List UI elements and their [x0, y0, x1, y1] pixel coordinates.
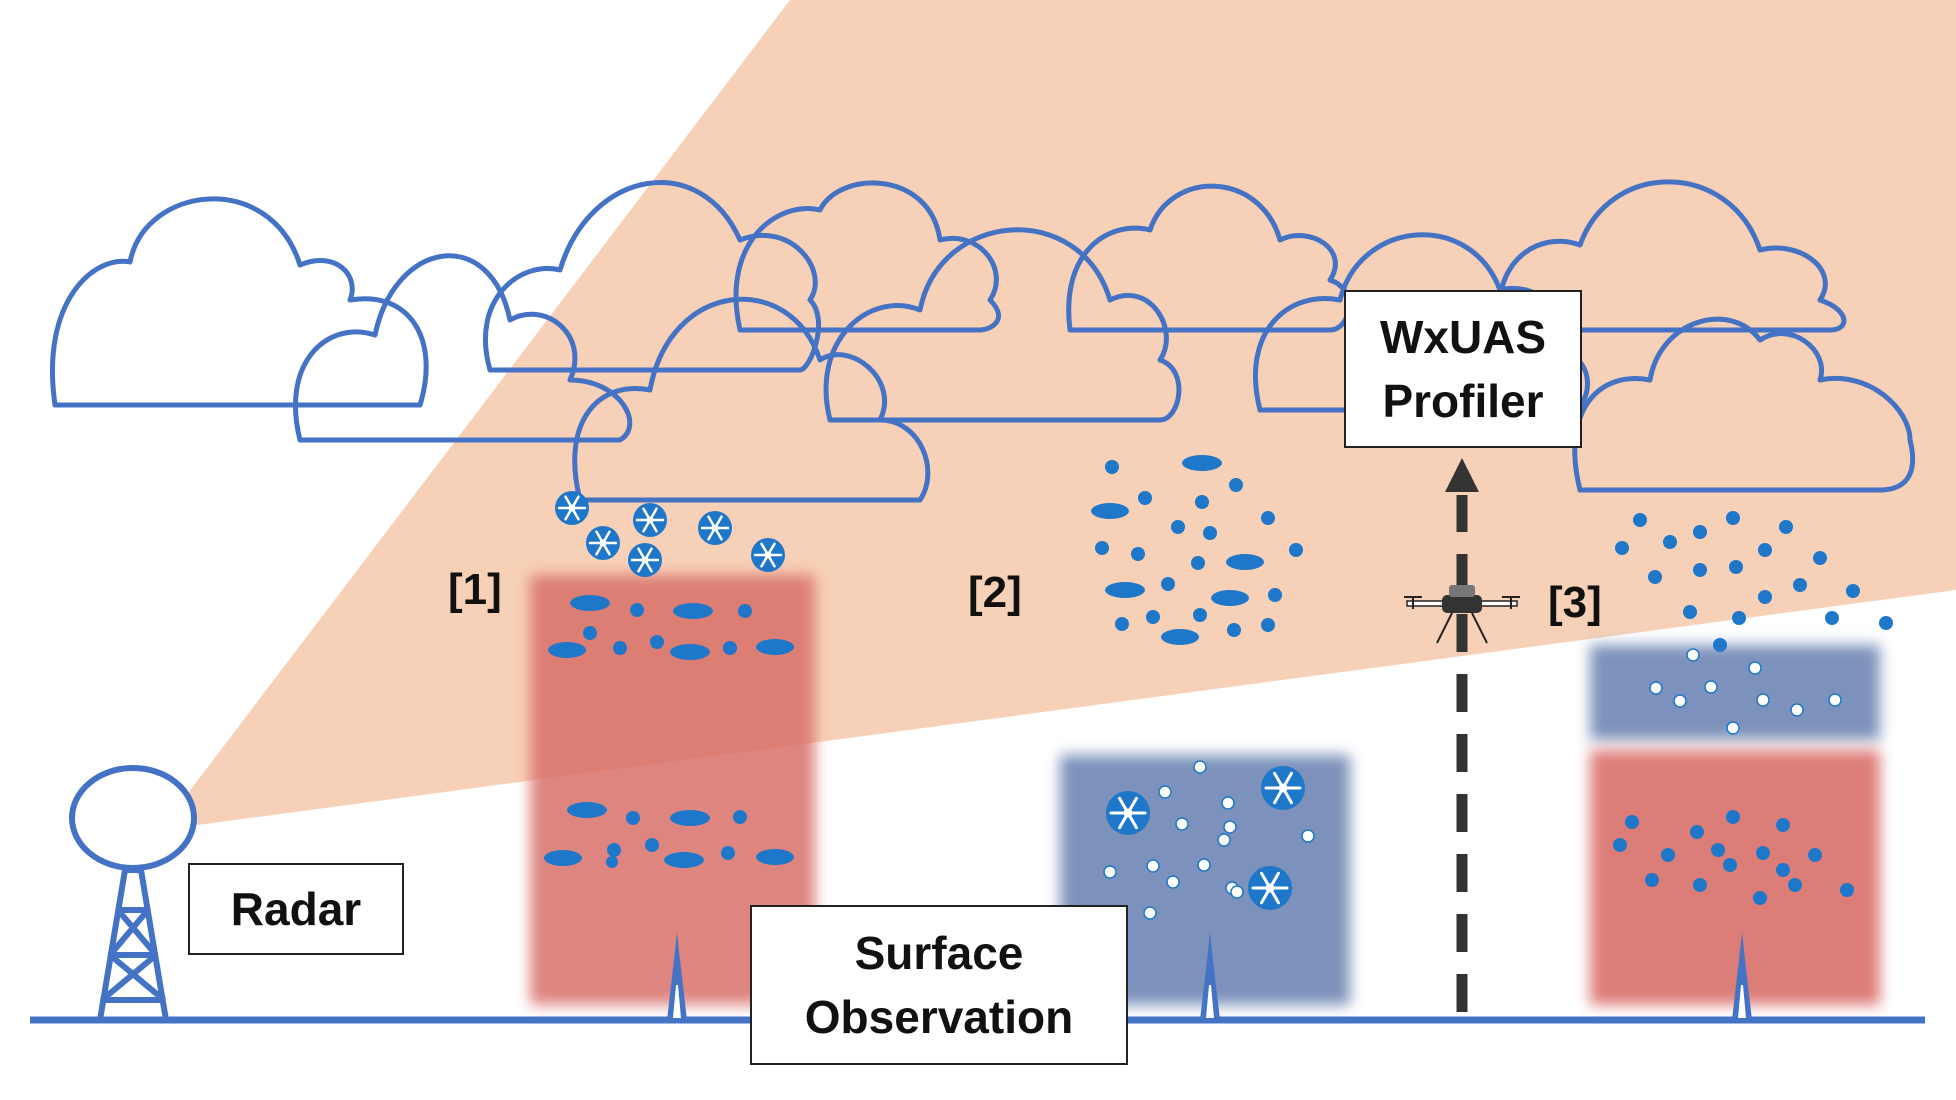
radar-label: Radar: [188, 863, 404, 955]
profiler-label-line1: WxUAS: [1379, 311, 1547, 363]
radar-tower-icon: [69, 765, 197, 1021]
drone-icon[interactable]: [1404, 585, 1520, 644]
cloud-icon: [50, 196, 429, 408]
up-arrow-icon: [1445, 458, 1479, 492]
case2-ice-pellets: [1103, 760, 1315, 920]
profiler-label-line2: Profiler: [1382, 375, 1544, 427]
case-label-3: [3]: [1548, 578, 1602, 627]
surface-station-icon: [1200, 932, 1220, 1020]
cloud-icon: [572, 296, 931, 503]
case3-ice-pellets: [1649, 648, 1842, 735]
profiler-path: [1445, 458, 1479, 1012]
cloud-icon: [823, 227, 1182, 423]
cloud-icon: [1496, 179, 1847, 333]
case-label-1: [1]: [448, 565, 502, 614]
case3-lower-raindrops: [1613, 810, 1854, 905]
cloud-icon: [482, 180, 822, 373]
surface-station-icon: [667, 932, 687, 1020]
wxuas-profiler-label: WxUAS Profiler: [1344, 290, 1582, 448]
radar-label-text: Radar: [230, 883, 362, 935]
surface-label-line1: Surface: [854, 927, 1024, 979]
case-label-2: [2]: [968, 568, 1022, 617]
surface-station-icons: [667, 932, 1752, 1020]
cloud-icon: [733, 180, 1001, 333]
surface-observation-label: Surface Observation: [750, 905, 1128, 1065]
cloud-icon: [1572, 316, 1916, 493]
surface-label-line2: Observation: [804, 991, 1074, 1043]
surface-station-icon: [1732, 932, 1752, 1020]
case2-raindrops: [1091, 455, 1303, 645]
case1-raindrops[interactable]: [544, 595, 794, 868]
cloud-layer: [50, 179, 1916, 503]
case3-raindrops: [1615, 511, 1893, 652]
warm-layer-3: [1590, 750, 1880, 1005]
